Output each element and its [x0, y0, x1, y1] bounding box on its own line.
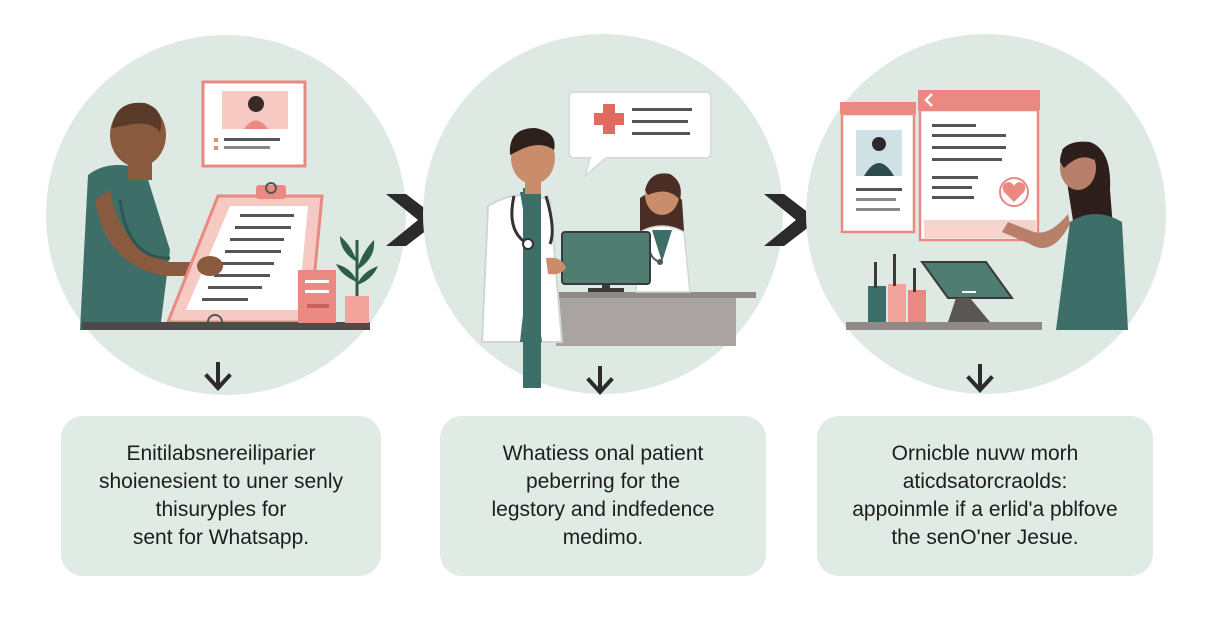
step-3-card: Ornicble nuvw morh aticdsatorcraolds: ap… [817, 416, 1153, 576]
plant-icon [298, 236, 378, 323]
down-arrow-icon [586, 366, 614, 395]
heart-icon [999, 177, 1029, 207]
step-3-caption: Ornicble nuvw morh aticdsatorcraolds: ap… [852, 442, 1118, 549]
down-arrow-icon [966, 364, 994, 393]
medical-cross-icon [594, 104, 624, 134]
clipboard-icon [165, 182, 324, 330]
monitor-icon [561, 231, 651, 292]
chat-bubble-icon [568, 91, 712, 179]
desk [846, 322, 1042, 330]
monitor-icon [920, 261, 1014, 322]
step-1-illustration [46, 35, 406, 395]
person-hand [197, 256, 223, 276]
desk-items [868, 254, 926, 324]
doctor-profile-card-icon [840, 102, 916, 234]
step-3-illustration [806, 34, 1166, 394]
doctor-icon [480, 128, 566, 388]
profile-frame-icon [201, 80, 307, 168]
woman-icon [1002, 141, 1128, 330]
step-2-card: Whatiess onal patient peberring for the … [440, 416, 766, 576]
webpage-panel [918, 90, 1040, 242]
reception-desk [548, 292, 756, 346]
step-2-illustration [423, 34, 783, 394]
down-arrow-icon [204, 362, 232, 391]
step-2-caption: Whatiess onal patient peberring for the … [491, 442, 715, 549]
step-1-card: Enitilabsnereiliparier shoienesient to u… [61, 416, 381, 576]
desk [82, 322, 370, 330]
step-1-caption: Enitilabsnereiliparier shoienesient to u… [99, 442, 343, 549]
person-icon [80, 102, 218, 330]
